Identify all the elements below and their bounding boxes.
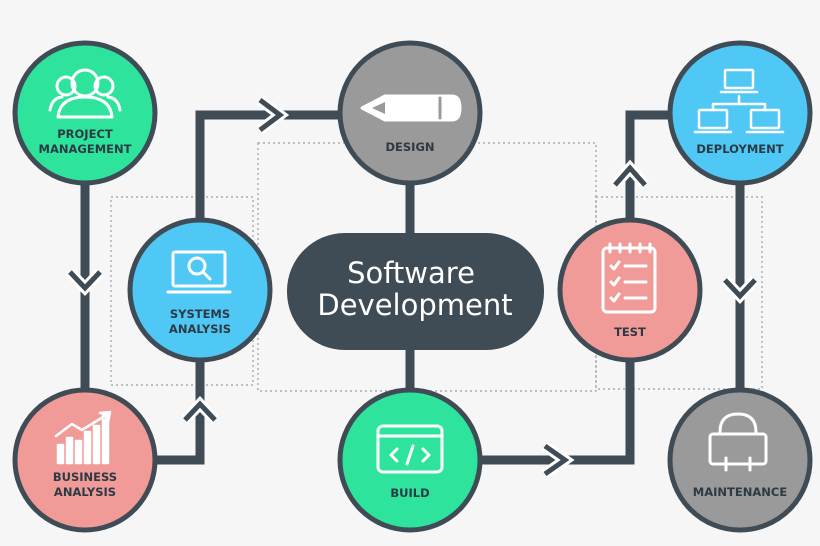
test-circle xyxy=(557,217,703,363)
systems-analysis-circle xyxy=(127,217,273,363)
systems-analysis-label-line-2: ANALYSIS xyxy=(169,322,231,336)
connector-sa-design xyxy=(195,110,345,222)
code-window-icon xyxy=(376,424,444,474)
deployment-label-line-1: DEPLOYMENT xyxy=(696,142,783,156)
connector-ba-sa xyxy=(150,355,205,465)
arrow-up-sa-outline xyxy=(183,400,217,422)
design-label-line-1: DESIGN xyxy=(385,140,434,154)
center-node: Software Development xyxy=(287,233,544,350)
pencil-icon xyxy=(360,94,462,122)
maintenance-label-line-1: MAINTENANCE xyxy=(693,485,788,499)
network-icon xyxy=(693,68,785,134)
node-deployment: DEPLOYMENT xyxy=(667,40,813,186)
business-analysis-label-line-2: ANALYSIS xyxy=(54,485,116,499)
deployment-circle xyxy=(667,40,813,186)
node-build: BUILD xyxy=(337,387,483,533)
center-title-line2: Development xyxy=(317,288,512,322)
arrow-down-left-outline xyxy=(68,270,102,292)
arrow-right-design-outline xyxy=(258,98,285,132)
icons xyxy=(48,68,785,474)
systems-analysis-label-line-1: SYSTEMS xyxy=(170,307,230,321)
maintenance-circle xyxy=(667,387,813,533)
build-circle xyxy=(337,387,483,533)
arrow-down-right-outline xyxy=(723,278,757,300)
checklist-icon xyxy=(601,242,657,314)
growth-chart-icon xyxy=(54,410,112,465)
node-test: TEST xyxy=(557,217,703,363)
arrows xyxy=(65,95,760,479)
project-management-circle xyxy=(12,40,158,186)
team-icon xyxy=(48,68,122,119)
connector-build-test xyxy=(480,355,635,465)
build-label-line-1: BUILD xyxy=(390,486,429,500)
business-analysis-label-line-1: BUSINESS xyxy=(53,470,117,484)
center-title-line1: Software xyxy=(347,256,475,290)
connectors xyxy=(80,110,745,465)
monitor-search-icon xyxy=(166,250,232,294)
test-label-line-1: TEST xyxy=(614,325,646,339)
node-maintenance: MAINTENANCE xyxy=(667,387,813,533)
arrow-up-deploy-outline xyxy=(613,164,647,187)
arrow-right-test-outline xyxy=(543,443,570,477)
connector-test-deploy xyxy=(625,110,670,222)
project-management-label-line-1: PROJECT xyxy=(57,127,113,141)
nodes-layer: PROJECTMANAGEMENTSYSTEMSANALYSISDESIGNBU… xyxy=(12,40,813,533)
project-management-label-line-2: MANAGEMENT xyxy=(39,142,132,156)
center-pill xyxy=(287,233,544,350)
toolbox-icon xyxy=(708,412,768,472)
